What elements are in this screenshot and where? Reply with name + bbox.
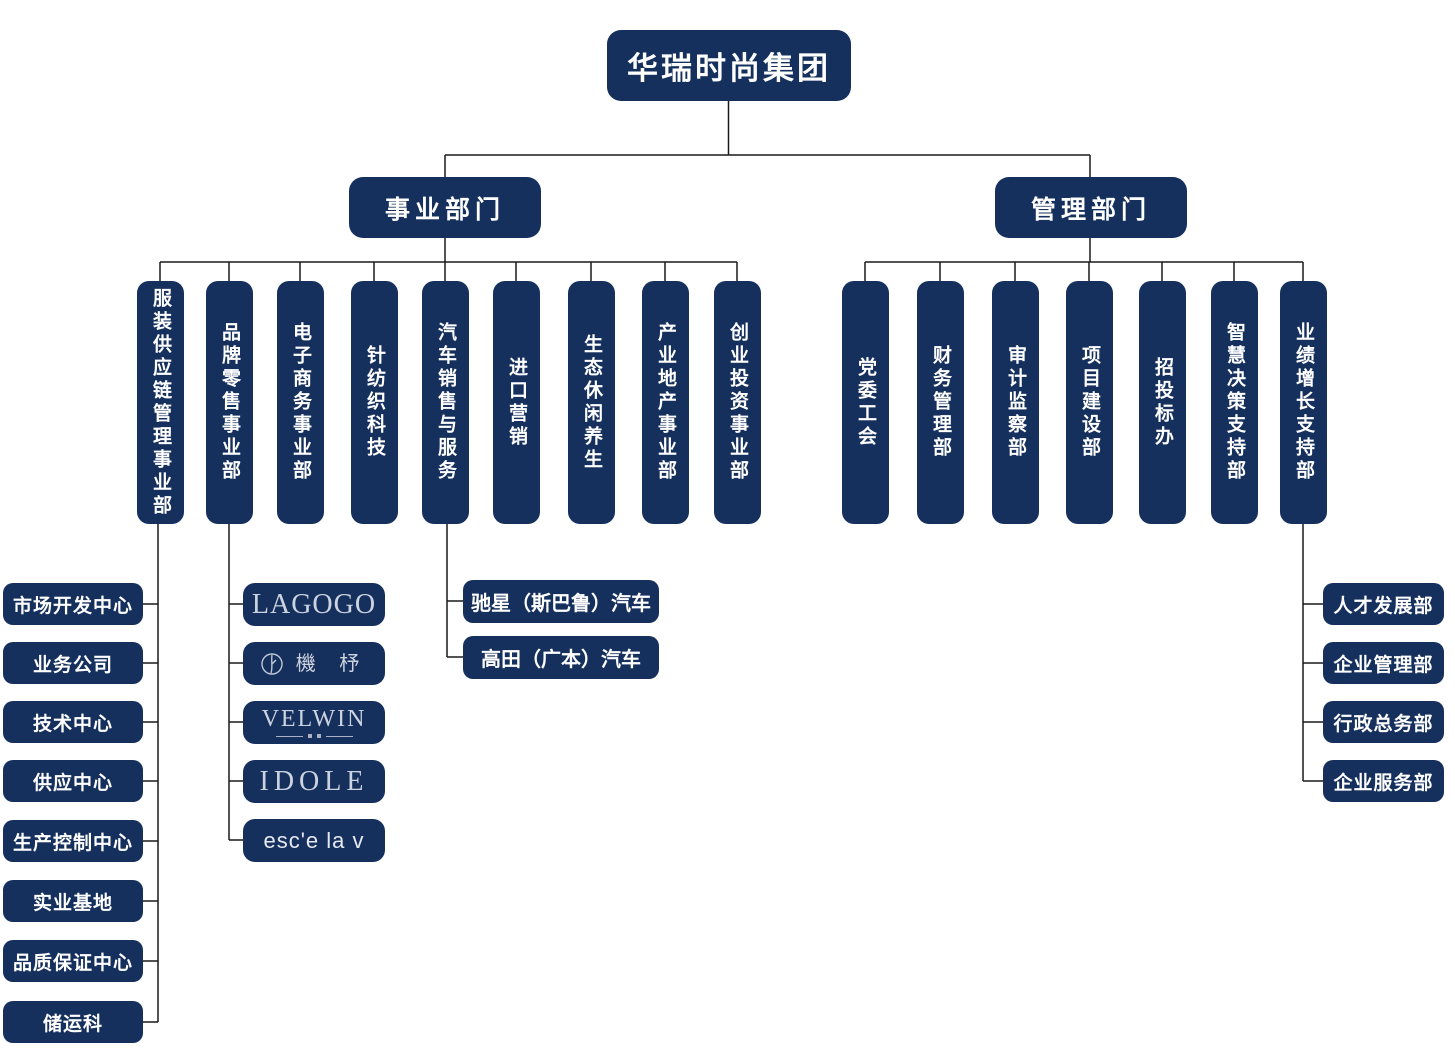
management-division-node: 管理部门	[995, 177, 1187, 238]
business-division-label: 事业部门	[384, 195, 505, 224]
unit-label: 人才发展部	[1333, 595, 1434, 617]
dept-label: 品牌零售事业部	[219, 322, 240, 483]
unit-label: 企业管理部	[1333, 654, 1434, 676]
business-bus-connector	[159, 238, 738, 281]
business-division-node: 事业部门	[349, 177, 541, 238]
unit-label: 业务公司	[32, 654, 113, 676]
dept-label: 招投标办	[1152, 356, 1173, 449]
unit-talent-dev: 人才发展部	[1323, 583, 1444, 625]
dept-col-import-marketing: 进口营销	[493, 281, 540, 524]
dept-label: 党委工会	[855, 356, 876, 449]
dept-col-party-union: 党委工会	[842, 281, 889, 524]
dept-col-growth-support: 业绩增长支持部	[1280, 281, 1327, 524]
unit-label: 供应中心	[32, 772, 113, 794]
unit-supply-center: 供应中心	[3, 760, 143, 802]
supply-chain-connector	[143, 524, 159, 1023]
dept-col-venture-capital: 创业投资事业部	[714, 281, 761, 524]
unit-label: 技术中心	[32, 713, 113, 735]
unit-market-dev: 市场开发中心	[3, 583, 143, 625]
dept-col-supply-chain: 服装供应链管理事业部	[137, 281, 184, 524]
dept-col-textile-tech: 针纺织科技	[351, 281, 398, 524]
dept-label: 创业投资事业部	[727, 322, 748, 483]
brand-idole: IDOLE	[243, 760, 385, 803]
dept-col-brand-retail: 品牌零售事业部	[206, 281, 253, 524]
unit-enterprise-service: 企业服务部	[1323, 760, 1444, 802]
dealer-gaotian-guangben: 高田（广本）汽车	[463, 636, 659, 679]
dept-label: 财务管理部	[930, 345, 951, 460]
dealer-chixing-subaru: 驰星（斯巴鲁）汽车	[463, 580, 659, 623]
dept-col-audit: 审计监察部	[992, 281, 1039, 524]
unit-production-control: 生产控制中心	[3, 820, 143, 862]
dept-label: 智慧决策支持部	[1224, 322, 1245, 483]
dept-col-finance: 财务管理部	[917, 281, 964, 524]
dept-label: 服装供应链管理事业部	[150, 287, 171, 518]
dept-label: 生态休闲养生	[581, 333, 602, 472]
root-label: 华瑞时尚集团	[627, 51, 831, 86]
auto-connector	[446, 524, 463, 658]
unit-label: 品质保证中心	[12, 952, 133, 974]
dept-col-eco-leisure: 生态休闲养生	[568, 281, 615, 524]
dept-col-auto-sales: 汽车销售与服务	[422, 281, 469, 524]
brand-jizhu: 機 杼	[243, 642, 385, 685]
dealer-label: 高田（广本）汽车	[481, 649, 641, 671]
brand-label: VELWIN	[261, 706, 367, 732]
unit-admin-affairs: 行政总务部	[1323, 701, 1444, 743]
dept-label: 针纺织科技	[364, 345, 385, 460]
root-node: 华瑞时尚集团	[607, 30, 851, 101]
dept-label: 审计监察部	[1005, 345, 1026, 460]
dept-col-project-construction: 项目建设部	[1066, 281, 1113, 524]
unit-storage-transport: 储运科	[3, 1001, 143, 1043]
dept-label: 电子商务事业部	[290, 322, 311, 483]
unit-enterprise-mgmt: 企业管理部	[1323, 642, 1444, 684]
unit-label: 行政总务部	[1333, 713, 1434, 735]
brand-lagogo: LAGOGO	[243, 583, 385, 626]
brand-label: LAGOGO	[251, 588, 377, 620]
dept-col-ecommerce: 电子商务事业部	[277, 281, 324, 524]
brand-connector	[228, 524, 243, 841]
brand-label: 機 杼	[295, 652, 369, 675]
dept-col-industrial-realestate: 产业地产事业部	[642, 281, 689, 524]
unit-industrial-base: 实业基地	[3, 880, 143, 922]
dept-label: 产业地产事业部	[655, 322, 676, 483]
dept-col-bidding: 招投标办	[1139, 281, 1186, 524]
unit-label: 企业服务部	[1333, 772, 1434, 794]
dept-label: 业绩增长支持部	[1293, 322, 1314, 483]
management-bus-connector	[864, 238, 1304, 281]
unit-quality-assurance: 品质保证中心	[3, 940, 143, 982]
velwin-underline-decoration	[275, 734, 353, 738]
jizhu-logo-icon	[260, 652, 284, 676]
unit-label: 实业基地	[32, 892, 113, 914]
dept-col-smart-decision: 智慧决策支持部	[1211, 281, 1258, 524]
brand-label: IDOLE	[259, 765, 369, 797]
unit-label: 储运科	[42, 1013, 103, 1035]
dept-label: 项目建设部	[1079, 345, 1100, 460]
dealer-label: 驰星（斯巴鲁）汽车	[471, 593, 651, 615]
dept-label: 进口营销	[506, 356, 527, 449]
dept-label: 汽车销售与服务	[435, 322, 456, 483]
growth-connector	[1302, 524, 1323, 782]
management-division-label: 管理部门	[1030, 195, 1151, 224]
brand-label: esc'e la v	[263, 827, 365, 853]
unit-tech-center: 技术中心	[3, 701, 143, 743]
unit-label: 生产控制中心	[12, 832, 133, 854]
brand-escelav: esc'e la v	[243, 819, 385, 862]
unit-business-co: 业务公司	[3, 642, 143, 684]
unit-label: 市场开发中心	[12, 595, 133, 617]
root-connector	[444, 101, 1091, 177]
brand-velwin: VELWIN	[243, 701, 385, 744]
